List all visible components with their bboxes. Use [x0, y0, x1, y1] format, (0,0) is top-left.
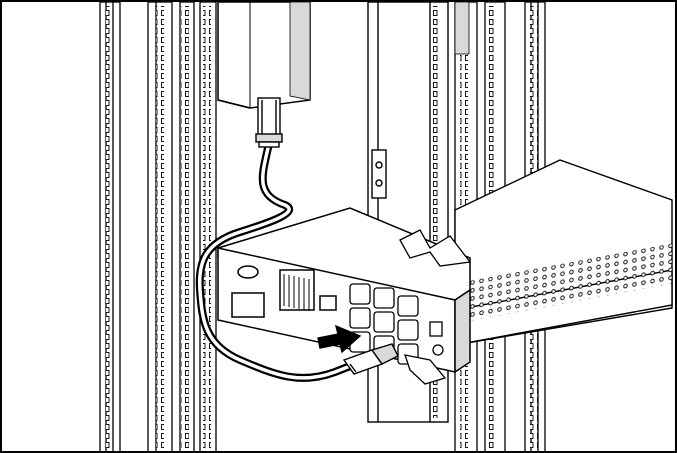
- pdu-box-icon: [217, 1, 311, 109]
- cutaway-break-accent: [399, 229, 472, 385]
- rack-rail-center-left: [199, 1, 217, 453]
- rack-rail-left-outer: [99, 1, 121, 453]
- iec-plug-icon: [342, 343, 399, 375]
- insert-arrow-icon: [317, 324, 362, 354]
- rack-shelf-rail: [454, 159, 673, 346]
- power-plug-icon: [255, 97, 283, 148]
- rack-rail-left-inner: [147, 1, 195, 453]
- power-cord: [195, 144, 366, 382]
- ups-unit-icon: [217, 207, 471, 374]
